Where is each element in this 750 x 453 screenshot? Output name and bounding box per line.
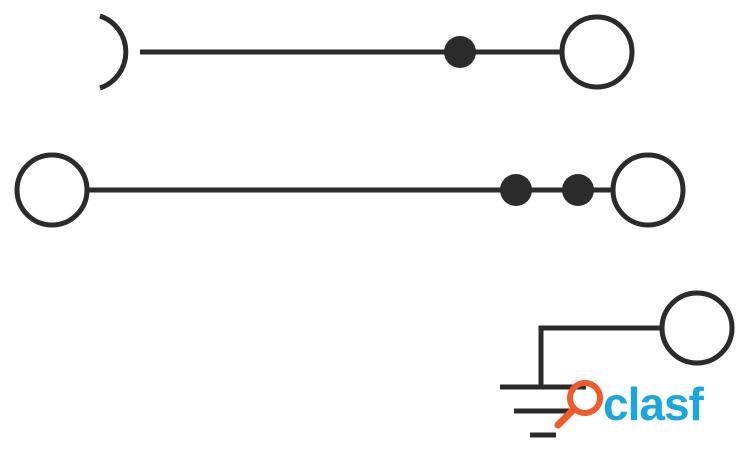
terminal-circle-icon <box>14 152 90 228</box>
row-3-wire <box>538 325 662 385</box>
clasf-logo: clasf <box>554 378 706 430</box>
row-3-connection <box>500 290 735 438</box>
terminal-circle-icon <box>610 152 686 228</box>
socket-half-circle-icon <box>99 13 129 91</box>
magnifier-icon <box>554 380 603 429</box>
junction-dot <box>444 36 476 68</box>
junction-dot <box>500 174 532 206</box>
junction-dot <box>562 174 594 206</box>
row-2-connection <box>14 152 686 228</box>
row-1-connection <box>99 13 635 91</box>
watermark-text: clasf <box>603 378 705 430</box>
terminal-circle-icon <box>559 14 635 90</box>
terminal-circle-icon <box>659 290 735 366</box>
